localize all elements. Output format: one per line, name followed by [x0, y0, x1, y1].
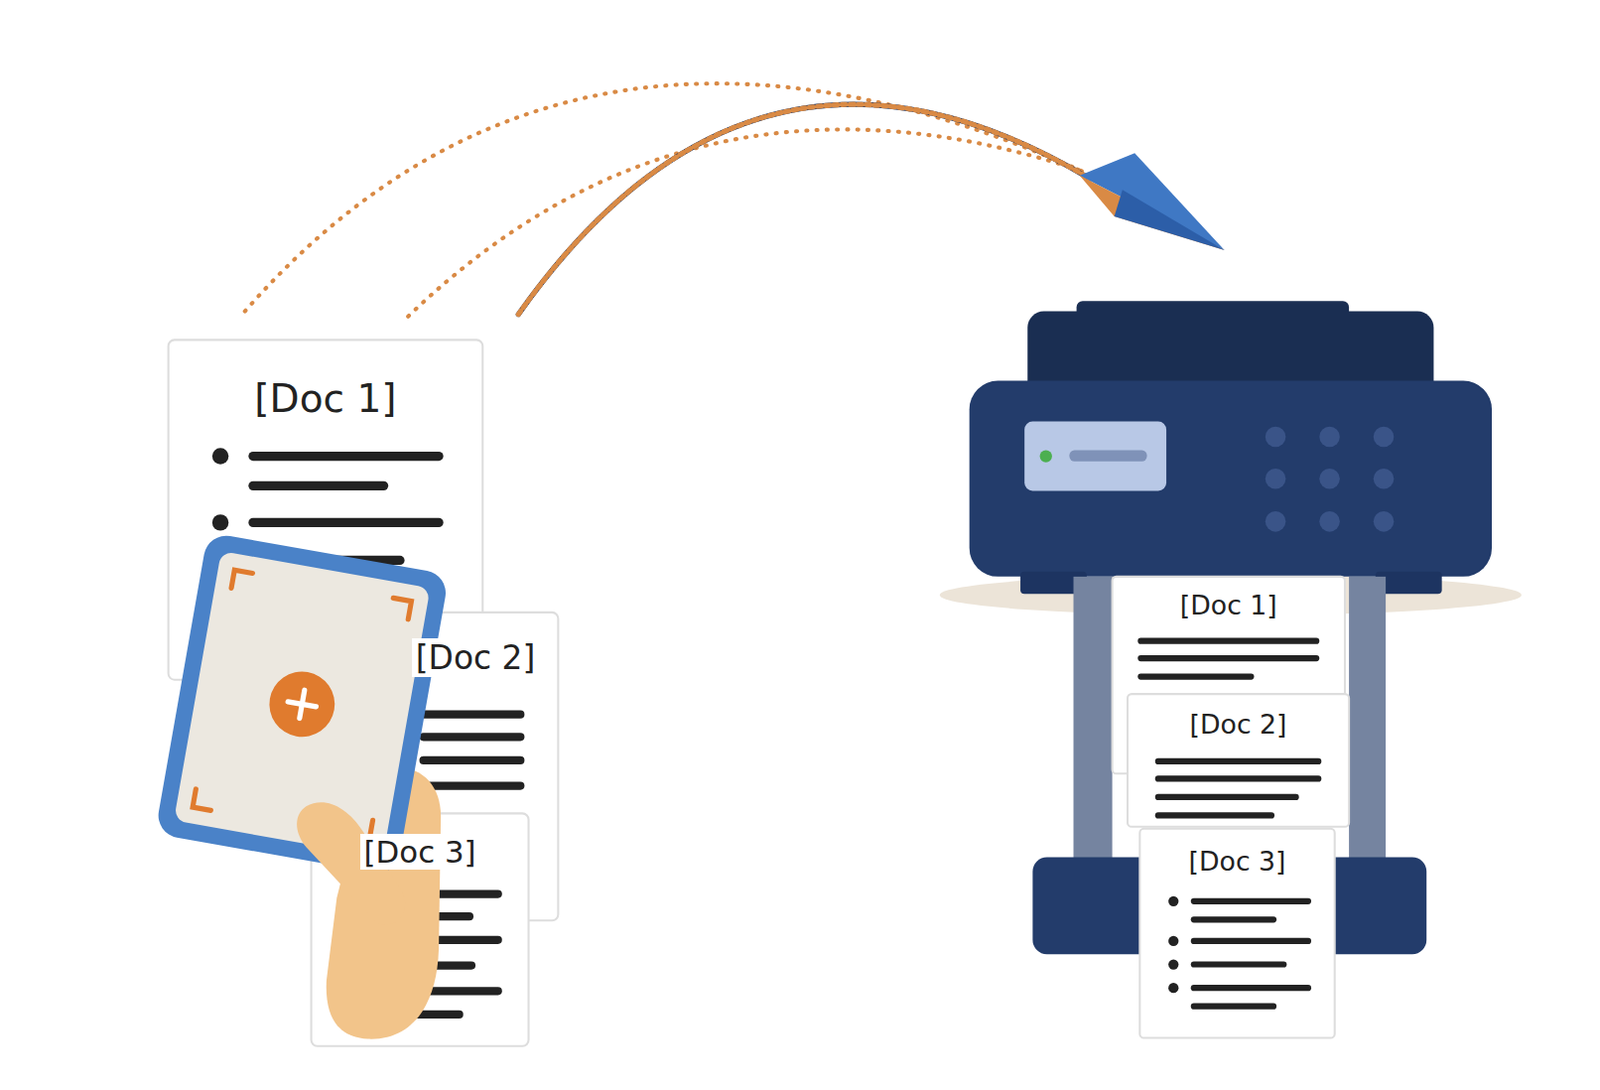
- plane-fold: [1114, 189, 1225, 251]
- paper-plane: [1079, 152, 1225, 251]
- document-node: [Doc 3]: [1139, 828, 1334, 1039]
- right-doc-3: [1139, 828, 1334, 1039]
- document-title-row: [Doc 2]: [1127, 709, 1349, 741]
- plane-body: [1079, 175, 1225, 251]
- plane-wing: [1079, 152, 1225, 251]
- document-node: [Doc 2]: [1127, 693, 1349, 827]
- document-title: [Doc 2]: [411, 638, 540, 677]
- send-arcs: [245, 83, 1092, 317]
- right-doc-2: [1127, 693, 1349, 827]
- document-node: [Doc 1]: [1112, 576, 1345, 774]
- dashed-arc: [518, 104, 1090, 314]
- dotted-arc: [407, 129, 1084, 316]
- dotted-arc: [245, 83, 1092, 311]
- document-title-row: [Doc 1]: [1112, 590, 1345, 622]
- document-title: [Doc 1]: [1176, 589, 1282, 621]
- document-title-row: [Doc 2]: [393, 639, 559, 677]
- printer: [939, 300, 1522, 954]
- document-title-row: [Doc 3]: [1139, 846, 1334, 878]
- document-title-row: [Doc 1]: [168, 377, 484, 422]
- document-title: [Doc 1]: [250, 376, 400, 421]
- document-title: [Doc 3]: [360, 833, 481, 870]
- document-node: [Doc 1]: [168, 339, 484, 679]
- document-title-row: [Doc 3]: [311, 834, 530, 870]
- document-title: [Doc 3]: [1185, 845, 1291, 877]
- document-title: [Doc 2]: [1186, 708, 1292, 740]
- dashed-arc: [518, 104, 1090, 314]
- document-node: [Doc 2]: [393, 612, 559, 921]
- document-node: [Doc 3]: [311, 812, 530, 1046]
